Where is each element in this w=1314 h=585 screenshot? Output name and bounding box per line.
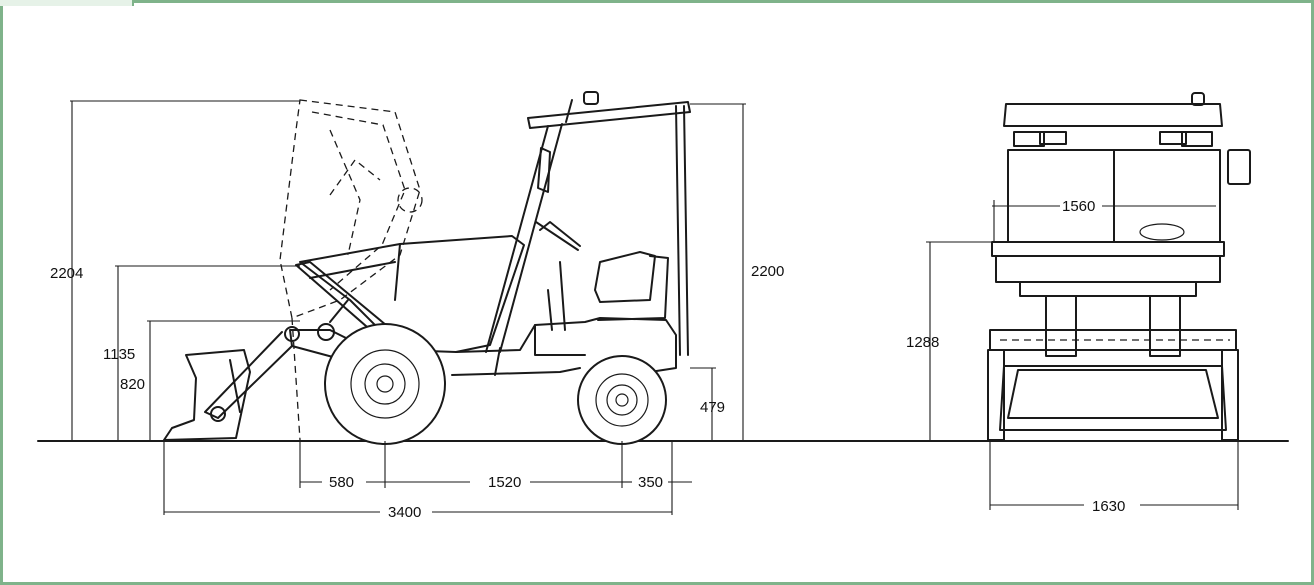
dim-wheelbase: 1520 [488, 474, 521, 491]
seat-and-controls [534, 221, 669, 356]
rear-wheel [577, 355, 667, 445]
dim-bucket-pin-height: 820 [120, 376, 145, 393]
front-loader [163, 261, 393, 441]
side-view: 2204 1135 820 2200 479 580 1520 350 3400 [50, 91, 784, 521]
side-dimensions [70, 100, 746, 515]
front-wheel [324, 323, 446, 445]
dim-overall-loader-height: 2204 [50, 265, 83, 282]
cab-frame [485, 91, 691, 356]
dim-inner-width: 1560 [1062, 198, 1095, 215]
dim-hitch-height: 479 [700, 399, 725, 416]
dim-overall-length: 3400 [388, 504, 421, 521]
dim-rear-overhang: 350 [638, 474, 663, 491]
dim-pivot-height: 1135 [103, 346, 135, 363]
tractor-body [299, 235, 677, 376]
raised-bucket-phantom [279, 99, 423, 441]
dim-cab-height: 2200 [751, 263, 784, 280]
dim-front-overhang: 580 [329, 474, 354, 491]
front-view [926, 92, 1251, 510]
frame-tab [0, 0, 134, 6]
dim-overall-width: 1630 [1092, 498, 1125, 515]
dim-platform-height: 1288 [906, 334, 939, 351]
